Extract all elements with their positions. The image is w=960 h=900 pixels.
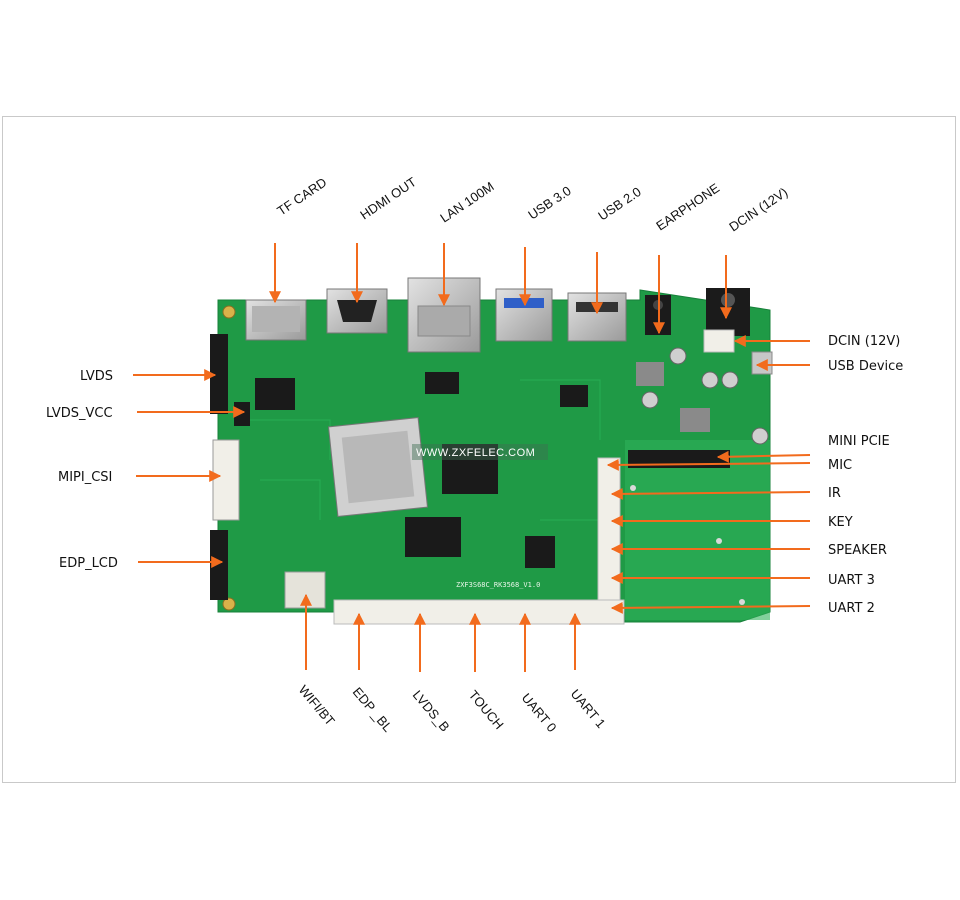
label-tf-card: TF CARD: [274, 175, 329, 219]
lvds-connector: [210, 334, 228, 414]
label-edp-bl: EDP _BL: [350, 684, 396, 734]
memory-chip-2: [405, 517, 461, 557]
label-uart0: UART 0: [519, 690, 560, 735]
ic-chip-left: [255, 378, 295, 410]
label-uart3: UART 3: [828, 573, 875, 588]
label-wifi-bt: WIFI/BT: [296, 682, 338, 728]
usb-device-port: [751, 351, 773, 375]
label-lvds: LVDS: [80, 369, 113, 384]
power-components: [636, 347, 769, 445]
diagram-frame: [2, 116, 956, 783]
arrow-mini-pcie: [716, 450, 811, 463]
label-usb3: USB 3.0: [525, 183, 574, 223]
watermark-bg: [412, 444, 548, 460]
label-touch: TOUCH: [466, 687, 507, 732]
label-lan: LAN 100M: [437, 179, 496, 226]
memory-chip-1: [442, 444, 498, 494]
arrow-uart2: [610, 601, 811, 614]
label-earphone: EARPHONE: [653, 180, 722, 233]
ic-chip-audio: [525, 536, 555, 568]
label-usb-device: USB Device: [828, 359, 903, 374]
mipi-csi-connector: [212, 439, 240, 521]
label-speaker: SPEAKER: [828, 543, 887, 558]
label-mic: MIC: [828, 458, 852, 473]
label-usb2: USB 2.0: [595, 184, 644, 224]
bottom-connector-strip: [333, 599, 625, 625]
dcin-jack-top: [706, 288, 750, 336]
edp-lcd-connector: [210, 530, 228, 600]
arrow-ir: [610, 487, 811, 500]
label-ir: IR: [828, 486, 841, 501]
watermark-text: WWW.ZXFELEC.COM: [416, 447, 535, 459]
label-uart1: UART 1: [568, 686, 609, 731]
ic-chip-right: [560, 385, 588, 407]
dcin-jack-right: [703, 329, 735, 353]
label-edp-lcd: EDP_LCD: [59, 556, 118, 571]
arrows: [133, 243, 811, 672]
label-mipi-csi: MIPI_CSI: [58, 470, 112, 485]
ic-chip-top: [425, 372, 459, 394]
tf-card-slot: [245, 299, 307, 341]
label-uart2: UART 2: [828, 601, 875, 616]
label-lvds-vcc: LVDS_VCC: [46, 406, 113, 421]
board-silkscreen: ZXF3S68C_RK3568_V1.0: [456, 581, 540, 589]
label-dcin-right: DCIN (12V): [828, 334, 900, 349]
label-dcin-top: DCIN (12V): [726, 184, 790, 234]
right-connector-strip: [597, 457, 621, 623]
label-hdmi-out: HDMI OUT: [357, 174, 419, 222]
label-lvds-b: LVDS_B: [410, 687, 453, 734]
label-key: KEY: [828, 515, 853, 530]
soc-chip: [327, 416, 429, 518]
label-mini-pcie: MINI PCIE: [828, 434, 890, 449]
arrow-mic: [606, 458, 811, 471]
lvds-vcc-connector: [234, 402, 250, 426]
